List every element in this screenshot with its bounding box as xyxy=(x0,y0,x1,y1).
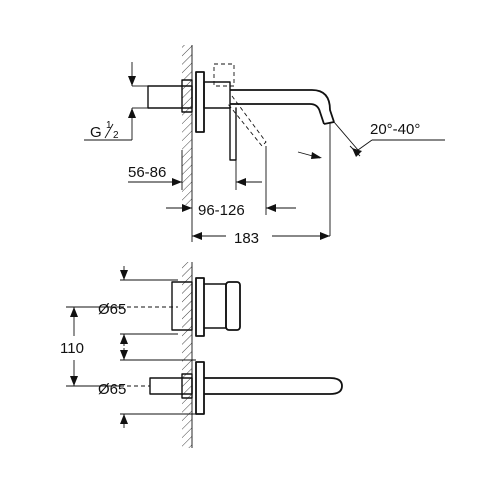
wall-hatch-plan xyxy=(182,262,192,448)
handle-cap-plan xyxy=(225,281,241,331)
escutcheon-plate xyxy=(195,71,205,133)
spout-plan xyxy=(204,377,343,395)
lever-swing xyxy=(227,95,267,147)
spacing-arrow-top xyxy=(70,307,78,317)
plan-view: Ø65 Ø65 110 xyxy=(60,262,343,448)
side-view: 20°-40° G 1 2 56-86 96-126 183 xyxy=(84,45,445,247)
angle-leader xyxy=(357,139,373,151)
upper-escutcheon-plan xyxy=(195,277,205,337)
angle-ray xyxy=(333,121,359,151)
thread-fraction-bar xyxy=(104,123,114,139)
dia-bottom-label: Ø65 xyxy=(98,381,126,398)
depth-arrow-left xyxy=(172,178,182,186)
spacing-label: 110 xyxy=(60,340,84,357)
depth-label: 56-86 xyxy=(128,164,166,181)
spout-outlet xyxy=(323,121,335,125)
spout-top xyxy=(230,89,335,123)
dia-bottom-arrow-b xyxy=(120,414,128,424)
reach-arrow-left xyxy=(182,204,192,212)
mixer-body-plan xyxy=(171,281,193,331)
thread-denominator: 2 xyxy=(113,130,119,141)
angle-arrow-left xyxy=(311,152,322,159)
dia-top-label: Ø65 xyxy=(98,301,126,318)
lever-hub xyxy=(203,81,231,109)
reach-arrow-right xyxy=(266,204,276,212)
lever-handle xyxy=(229,107,237,161)
dia-top-arrow-b xyxy=(120,334,128,344)
handle-base-plan xyxy=(203,283,227,329)
angle-label: 20°-40° xyxy=(370,121,420,138)
total-arrow-left xyxy=(192,232,202,240)
total-label: 183 xyxy=(234,230,259,247)
spout-collar-plan xyxy=(181,373,193,399)
cartridge-outline xyxy=(213,63,235,87)
spout-bottom xyxy=(230,103,325,125)
thread-arrow-top xyxy=(128,76,136,86)
thread-letter: G xyxy=(90,124,102,141)
reach-label: 96-126 xyxy=(198,202,245,219)
thread-arrow-bottom xyxy=(128,108,136,118)
body-collar xyxy=(181,79,193,113)
spacing-arrow-bottom xyxy=(70,376,78,386)
depth-arrow-right xyxy=(236,178,246,186)
total-arrow-right xyxy=(320,232,330,240)
thread-numerator: 1 xyxy=(106,120,112,131)
wall-hatch-side xyxy=(182,45,192,205)
dia-bottom-arrow-a xyxy=(120,350,128,360)
angle-arrow-right xyxy=(352,148,362,157)
lower-escutcheon-plan xyxy=(195,361,205,415)
dia-top-arrow-a xyxy=(120,270,128,280)
